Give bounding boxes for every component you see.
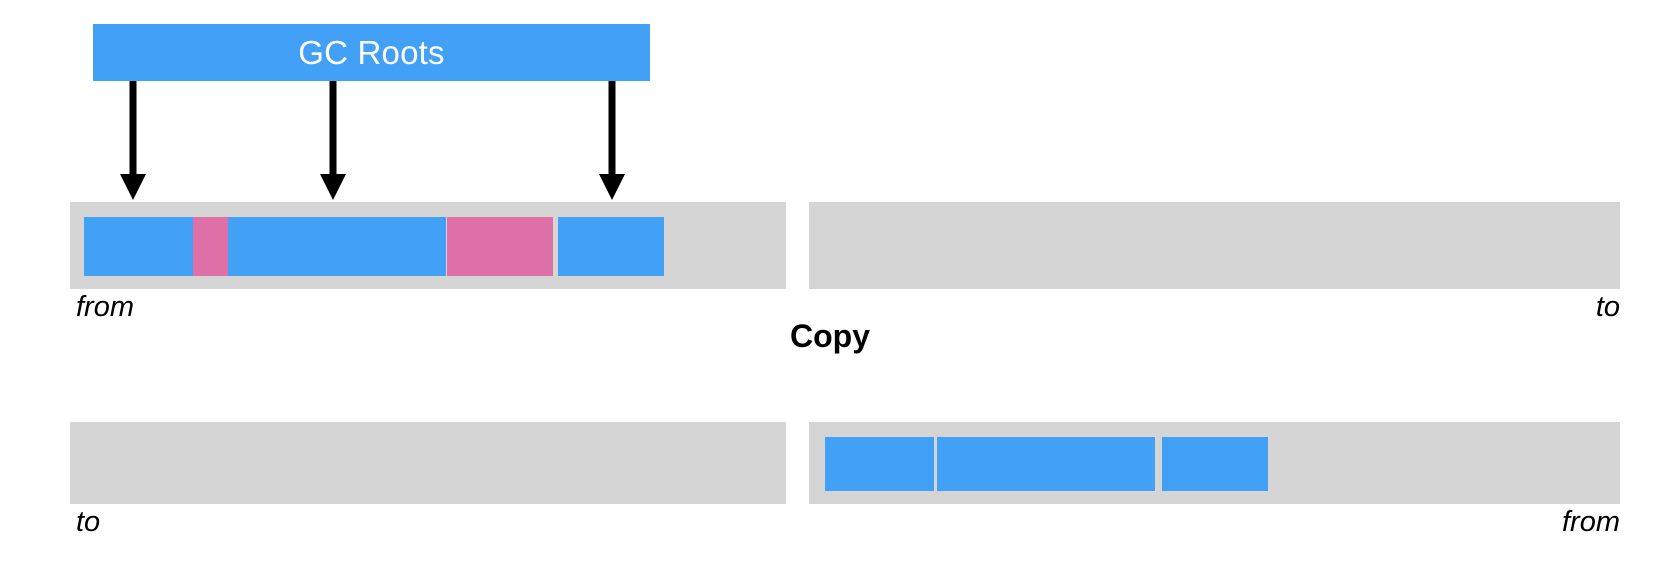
from-space-bottom-label: from [1562, 506, 1620, 538]
live-object-1 [84, 217, 193, 276]
copied-object-1 [825, 437, 934, 491]
root-arrow-1-head [120, 174, 146, 200]
to-space-top-label: to [1595, 291, 1620, 323]
copied-object-3 [1162, 437, 1268, 491]
copied-object-2 [937, 437, 1155, 491]
to-space-bottom-label: to [76, 506, 101, 538]
gc-roots-box: GC Roots [93, 24, 650, 81]
root-arrow-2-head [320, 174, 346, 200]
gc-roots-label: GC Roots [298, 34, 445, 71]
to-space-top [809, 202, 1620, 289]
root-arrow-3-head [599, 174, 625, 200]
live-object-3 [558, 217, 664, 276]
garbage-object-2 [447, 217, 553, 276]
live-object-2 [228, 217, 446, 276]
from-space-top-label: from [76, 291, 134, 323]
garbage-object-1 [193, 217, 229, 276]
operation-label: Copy [790, 318, 870, 354]
to-space-bottom [70, 422, 786, 504]
